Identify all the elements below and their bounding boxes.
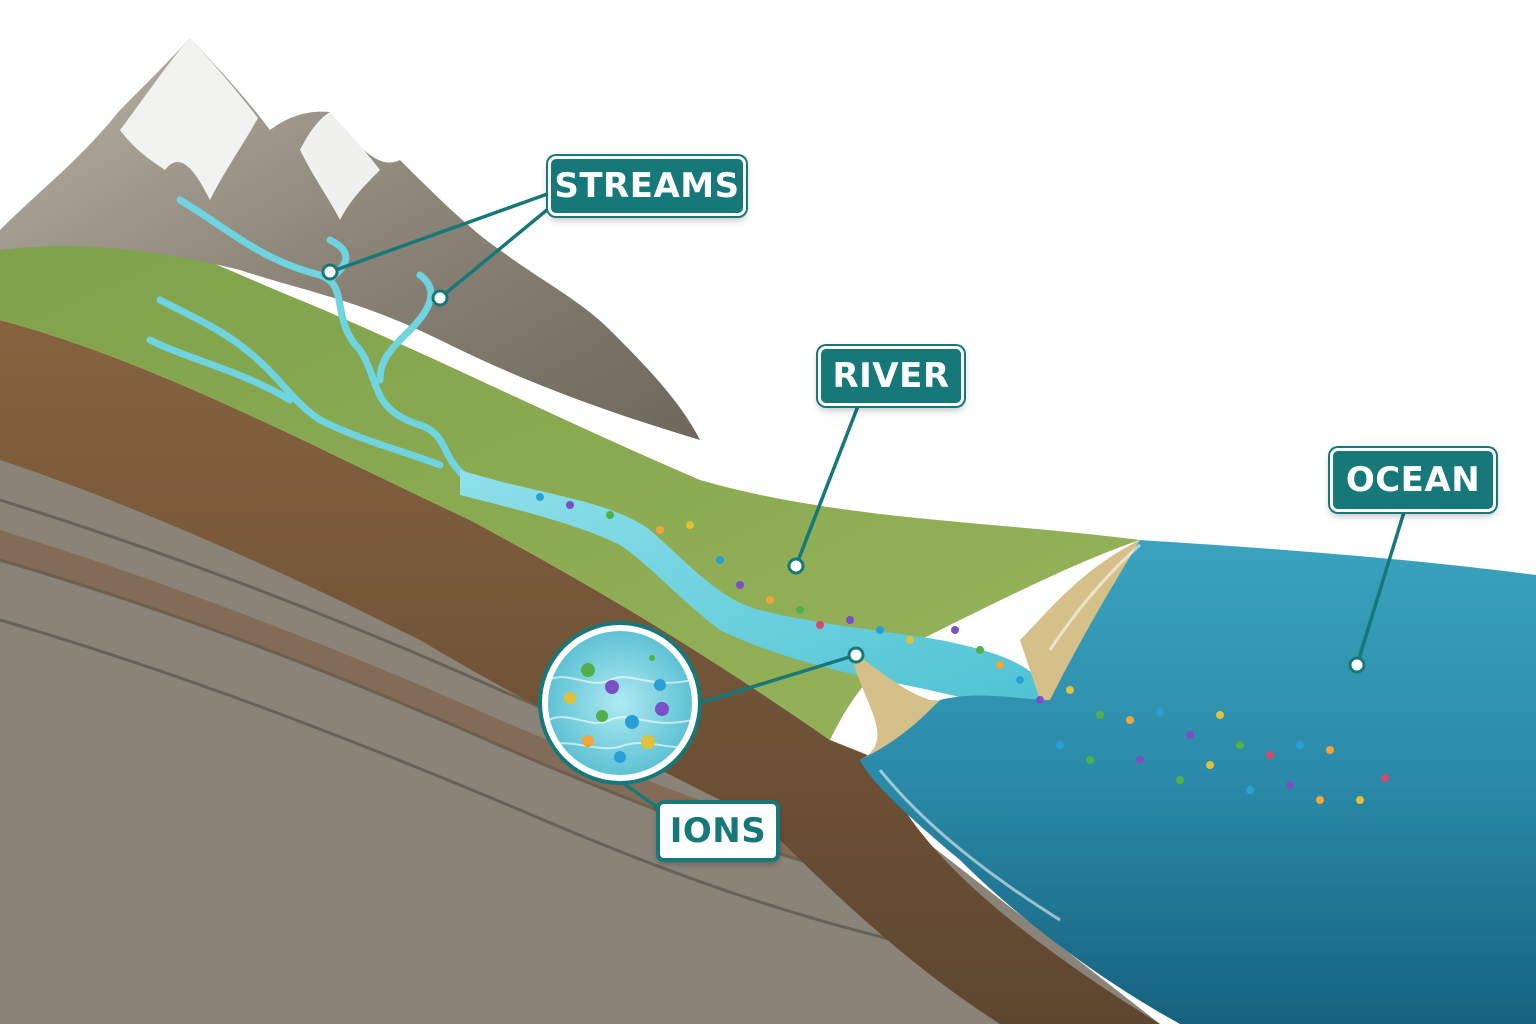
leader-dots [321, 263, 1366, 674]
ions [536, 493, 1389, 804]
ocean-label: OCEAN [1330, 448, 1496, 512]
grass-plain [0, 225, 1140, 740]
surf-lines [878, 543, 1141, 922]
river [460, 470, 1040, 720]
ions-label: IONS [656, 800, 780, 862]
ocean [860, 540, 1536, 1024]
river-label: RIVER [818, 346, 964, 406]
snow-cap [120, 38, 258, 200]
streams [146, 196, 474, 484]
ions-magnifier [538, 621, 702, 814]
snow-cap-second [300, 112, 380, 220]
streams-label: STREAMS [548, 156, 746, 216]
leader-lines [329, 190, 1406, 705]
